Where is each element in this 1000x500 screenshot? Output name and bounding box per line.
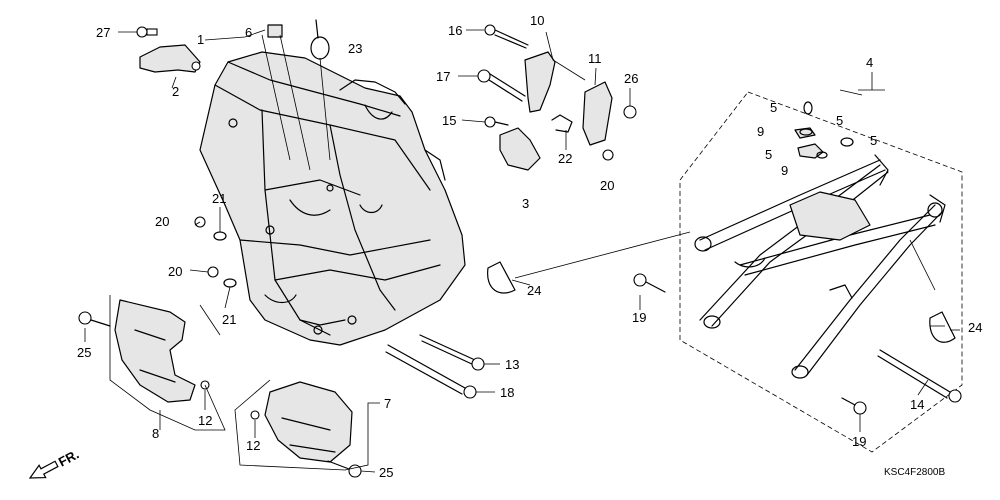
callout-3: 3 (522, 196, 529, 211)
bolt-19-upper (633, 273, 666, 293)
callout-25-left: 25 (77, 345, 91, 360)
callout-9-b: 9 (781, 163, 788, 178)
callout-27: 27 (96, 25, 110, 40)
guard-8 (114, 299, 210, 403)
callout-2: 2 (172, 84, 179, 99)
callout-19-lower: 19 (852, 434, 866, 449)
bolt-15 (484, 116, 509, 128)
callout-25-bottom: 25 (379, 465, 393, 480)
callout-16: 16 (448, 23, 462, 38)
clip-22 (551, 114, 573, 133)
bracket-10 (524, 51, 556, 113)
callout-26: 26 (624, 71, 638, 86)
callout-5-a: 5 (770, 100, 777, 115)
callout-20-upper: 20 (600, 178, 614, 193)
band-24-right (929, 311, 956, 343)
front-label: FR. (56, 446, 82, 469)
holder-3 (499, 127, 541, 171)
callout-19-upper: 19 (632, 310, 646, 325)
bolt-18 (385, 344, 477, 399)
callout-10: 10 (530, 13, 544, 28)
callout-21-upper: 21 (212, 191, 226, 206)
callout-24-right: 24 (968, 320, 982, 335)
callout-12-right: 12 (198, 413, 212, 428)
callout-9-a: 9 (757, 124, 764, 139)
band-24-left (487, 261, 516, 294)
bolt-25-bottom (327, 460, 362, 478)
collar-12-bottom (250, 410, 260, 420)
bolt-19-lower (841, 397, 867, 415)
callout-5-c: 5 (870, 133, 877, 148)
assembly-outline-4 (679, 91, 963, 453)
callout-4: 4 (866, 55, 873, 70)
bolt-27 (136, 26, 158, 38)
nut-26 (623, 105, 637, 119)
bolt-17 (477, 69, 526, 102)
callout-20-mid: 20 (155, 214, 169, 229)
bracket-2 (139, 44, 201, 73)
callout-13: 13 (505, 357, 519, 372)
callout-8: 8 (152, 426, 159, 441)
callout-11: 11 (588, 51, 602, 66)
front-arrow-icon (28, 460, 59, 479)
callout-7: 7 (384, 396, 391, 411)
callout-23: 23 (348, 41, 362, 56)
bolt-13 (419, 334, 485, 371)
main-frame (199, 51, 466, 346)
bolt-25-left (78, 311, 111, 327)
guard-7 (264, 381, 353, 463)
front-direction-indicator: FR. (28, 446, 82, 479)
small-parts-5-9 (794, 101, 854, 159)
bracket-11 (582, 81, 613, 146)
callout-12-bottom: 12 (246, 438, 260, 453)
callout-20-lower: 20 (168, 264, 182, 279)
callout-17: 17 (436, 69, 450, 84)
callout-5-d: 5 (765, 147, 772, 162)
callout-18: 18 (500, 385, 514, 400)
callout-22: 22 (558, 151, 572, 166)
callout-24-left: 24 (527, 283, 541, 298)
callout-1: 1 (197, 32, 204, 47)
bolt-14 (877, 349, 962, 403)
bolt-16 (484, 24, 529, 49)
pad-6 (267, 24, 283, 38)
drawing-code: KSC4F2800B (884, 467, 945, 478)
band-23 (310, 19, 330, 60)
callout-14: 14 (910, 397, 924, 412)
rear-subframe (694, 154, 946, 379)
callout-15: 15 (442, 113, 456, 128)
callout-labels: 27 1 6 23 2 16 10 17 11 26 15 22 20 3 4 … (77, 13, 982, 480)
washers-20-21 (194, 216, 237, 288)
callout-5-b: 5 (836, 113, 843, 128)
callout-6: 6 (245, 25, 252, 40)
nut-20-upper (602, 149, 614, 161)
callout-21-lower: 21 (222, 312, 236, 327)
leader-lines (84, 29, 960, 473)
